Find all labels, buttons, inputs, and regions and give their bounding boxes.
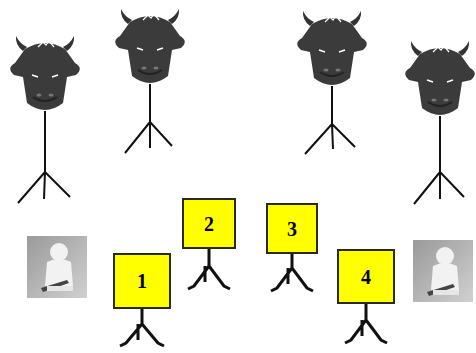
target-box: 3	[266, 203, 318, 254]
target-box: 2	[182, 198, 236, 249]
callout-number: 4	[361, 267, 371, 287]
callout-number: 2	[204, 214, 214, 234]
callout-number: 1	[137, 271, 147, 291]
callout-number: 3	[287, 219, 297, 239]
target-box: 4	[337, 249, 395, 304]
target-box: 1	[113, 253, 171, 309]
